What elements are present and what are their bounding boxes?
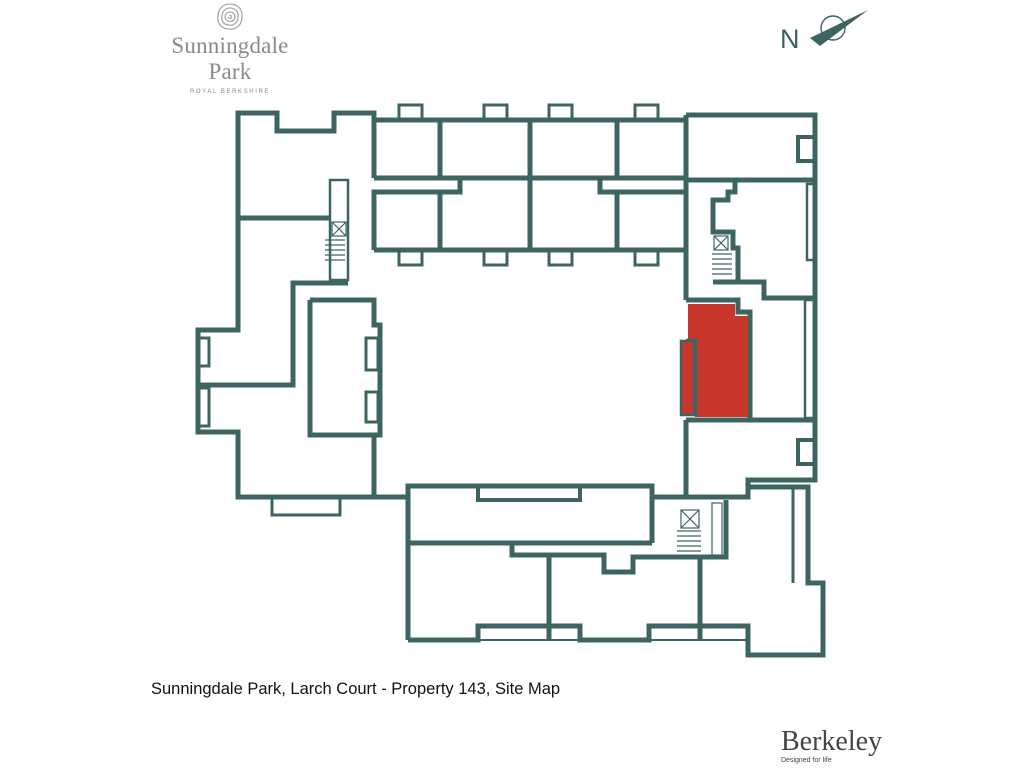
building-walls (195, 103, 826, 658)
north-compass: N (778, 6, 870, 57)
stair-icon (325, 239, 345, 261)
highlighted-property-143[interactable] (679, 304, 748, 417)
north-label: N (780, 24, 800, 52)
brand-name: Berkeley (781, 726, 883, 757)
rose-icon (217, 3, 243, 30)
north-arrow-icon: N (780, 10, 868, 54)
circulation-cores (325, 221, 732, 556)
stair-icon (712, 253, 732, 275)
berkeley-logo: Berkeley Designed for life (781, 726, 883, 765)
development-logo: Sunningdale Park ROYAL BERKSHIRE (150, 2, 310, 95)
brand-tagline: Designed for life (781, 757, 832, 764)
stair-icon (677, 530, 701, 552)
development-name: Sunningdale Park (171, 33, 289, 84)
lift-icon (331, 221, 347, 237)
development-subtitle: ROYAL BERKSHIRE (189, 89, 270, 95)
map-caption: Sunningdale Park, Larch Court - Property… (151, 680, 561, 698)
lift-icon (680, 509, 700, 529)
lift-icon (713, 235, 729, 251)
